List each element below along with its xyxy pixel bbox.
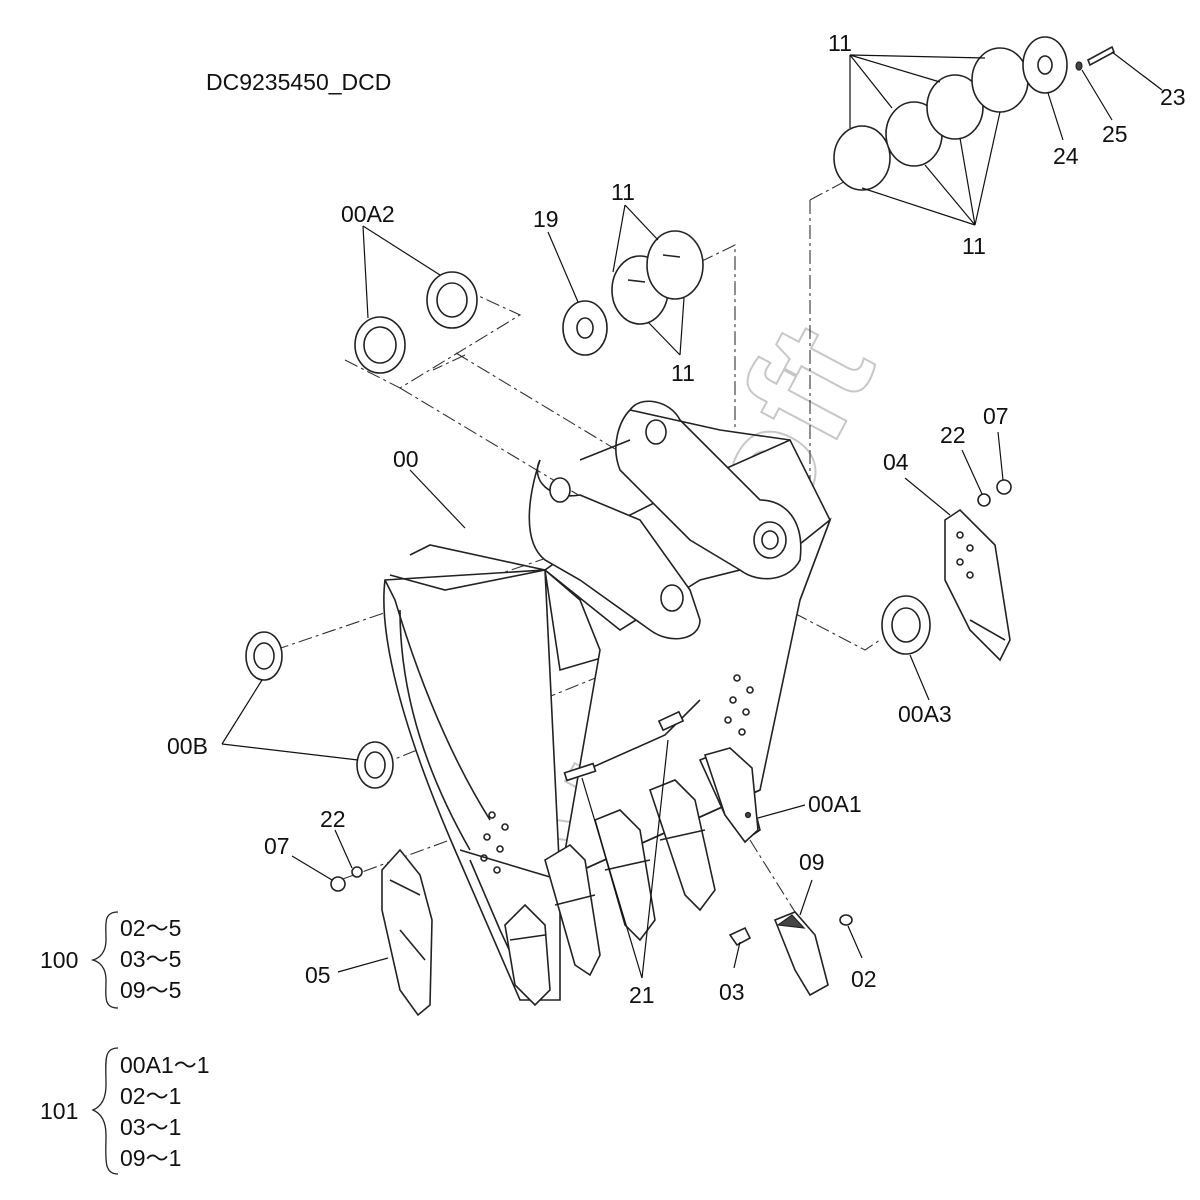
callout-11-top: 11	[828, 30, 852, 56]
callout-09: 09	[799, 849, 825, 875]
leader-lines	[221, 51, 1163, 979]
kit-101-item-1: 00A1～1	[120, 1052, 210, 1078]
callout-07-left: 07	[264, 833, 290, 859]
callout-00A3: 00A3	[898, 701, 952, 727]
kit-100-item-1: 02～5	[120, 915, 181, 941]
callout-07-right: 07	[983, 403, 1009, 429]
callout-21: 21	[629, 982, 655, 1008]
callout-11-middle-bottom: 11	[671, 360, 695, 386]
kit-101-number: 101	[40, 1098, 78, 1124]
kit-101: 101 00A1～1 02～1 03～1 09～1	[40, 1047, 210, 1175]
tooth-00A1	[703, 747, 759, 844]
nut-07-right	[996, 479, 1012, 495]
callout-22-right: 22	[940, 422, 966, 448]
lock-03	[728, 926, 752, 947]
bushing-00A2	[354, 271, 478, 374]
callout-05: 05	[305, 962, 331, 988]
callout-23: 23	[1160, 84, 1186, 110]
tooth-pins	[563, 699, 701, 782]
washer-25	[1075, 61, 1083, 71]
kit-100-item-3: 09～5	[120, 977, 181, 1003]
callout-labels: 00 00A2 19 11 11 11 11 24 25 23 22 07 04…	[167, 30, 1186, 1008]
bolt-23	[1086, 45, 1116, 67]
side-cutter-04	[944, 508, 1011, 662]
kit-101-item-3: 03～1	[120, 1114, 181, 1140]
bushing-00A3	[881, 595, 931, 655]
plate-24	[1022, 36, 1068, 94]
callout-11-right-bottom: 11	[962, 233, 986, 259]
callout-03: 03	[719, 979, 745, 1005]
kit-100: 100 02～5 03～5 09～5	[40, 911, 181, 1009]
callout-22-left: 22	[320, 806, 346, 832]
pin-02	[839, 914, 853, 926]
callout-02: 02	[851, 966, 877, 992]
diagram-id: DC9235450_DCD	[206, 69, 391, 95]
callout-00B: 00B	[167, 733, 208, 759]
kit-100-item-2: 03～5	[120, 946, 181, 972]
washer-22-left	[351, 866, 363, 878]
washer-22-right	[977, 493, 991, 507]
callout-24: 24	[1053, 143, 1079, 169]
kit-101-item-4: 09～1	[120, 1145, 181, 1171]
callout-00A1: 00A1	[808, 791, 862, 817]
bushing-00B	[245, 631, 394, 789]
kit-100-number: 100	[40, 947, 78, 973]
nut-07-left	[330, 876, 346, 892]
callout-04: 04	[883, 449, 909, 475]
callout-00A2: 00A2	[341, 201, 395, 227]
kit-101-item-2: 02～1	[120, 1083, 181, 1109]
washer-19	[562, 300, 608, 356]
tooth-09	[773, 911, 829, 997]
callout-25: 25	[1102, 121, 1128, 147]
callout-11-middle-top: 11	[611, 179, 635, 205]
side-cutter-05	[381, 848, 433, 1017]
callout-19: 19	[533, 206, 559, 232]
shims-11-top	[833, 47, 1029, 191]
shims-11-middle	[611, 230, 704, 325]
callout-00: 00	[393, 446, 419, 472]
bucket-body	[383, 400, 832, 1001]
